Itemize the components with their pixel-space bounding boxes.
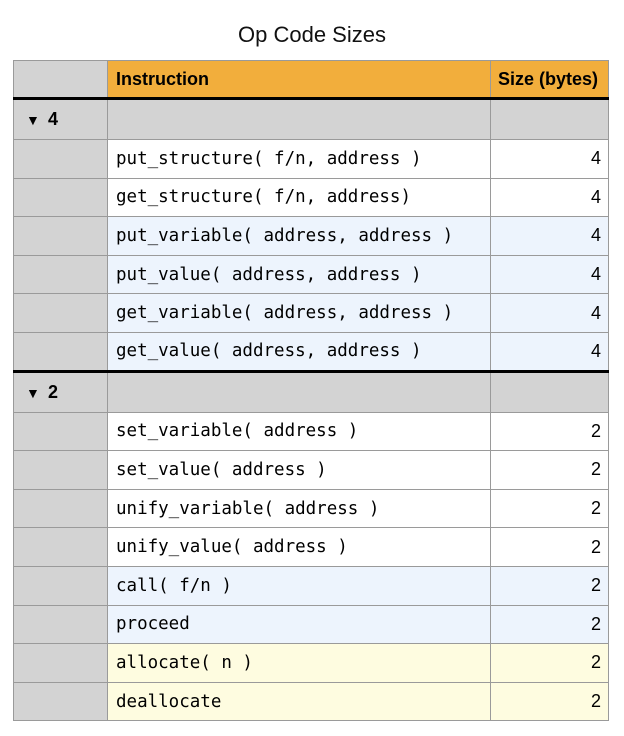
size-cell[interactable]: 4 xyxy=(490,139,609,179)
table-row[interactable]: unify_variable( address )2 xyxy=(13,488,609,529)
group-label-cell[interactable]: ▼2 xyxy=(13,370,108,413)
row-gutter-cell[interactable] xyxy=(13,643,108,683)
group-empty-cell xyxy=(490,98,609,140)
size-cell[interactable]: 2 xyxy=(490,604,609,645)
instruction-cell[interactable]: unify_value( address ) xyxy=(107,527,491,567)
triangle-down-icon[interactable]: ▼ xyxy=(26,112,40,128)
row-gutter-cell[interactable] xyxy=(13,488,108,529)
table-row[interactable]: set_variable( address )2 xyxy=(13,411,609,452)
row-gutter-cell[interactable] xyxy=(13,565,108,606)
group-header-row[interactable]: ▼2 xyxy=(13,370,609,413)
row-gutter-cell[interactable] xyxy=(13,177,108,218)
instruction-cell[interactable]: set_variable( address ) xyxy=(107,411,491,452)
row-gutter-cell[interactable] xyxy=(13,293,108,333)
size-cell[interactable]: 2 xyxy=(490,411,609,452)
row-gutter-cell[interactable] xyxy=(13,527,108,567)
row-gutter-cell[interactable] xyxy=(13,331,108,373)
instruction-cell[interactable]: get_structure( f/n, address) xyxy=(107,177,491,218)
header-instruction[interactable]: Instruction xyxy=(107,60,491,100)
table-row[interactable]: set_value( address )2 xyxy=(13,450,609,490)
row-gutter-cell[interactable] xyxy=(13,411,108,452)
group-empty-cell xyxy=(107,98,491,140)
table-row[interactable]: get_structure( f/n, address)4 xyxy=(13,177,609,218)
header-row: Instruction Size (bytes) xyxy=(13,60,609,100)
header-gutter-cell xyxy=(13,60,108,100)
table-row[interactable]: get_value( address, address )4 xyxy=(13,331,609,373)
instruction-cell[interactable]: allocate( n ) xyxy=(107,643,491,683)
table-row[interactable]: put_variable( address, address )4 xyxy=(13,216,609,256)
group-label: 4 xyxy=(48,109,59,129)
table-title: Op Code Sizes xyxy=(238,22,386,47)
instruction-cell[interactable]: get_value( address, address ) xyxy=(107,331,491,373)
instruction-cell[interactable]: call( f/n ) xyxy=(107,565,491,606)
instruction-cell[interactable]: proceed xyxy=(107,604,491,645)
row-gutter-cell[interactable] xyxy=(13,216,108,256)
row-gutter-cell[interactable] xyxy=(13,604,108,645)
row-gutter-cell[interactable] xyxy=(13,681,108,722)
group-empty-cell xyxy=(107,370,491,413)
size-cell[interactable]: 4 xyxy=(490,254,609,295)
instruction-cell[interactable]: deallocate xyxy=(107,681,491,722)
size-cell[interactable]: 2 xyxy=(490,488,609,529)
row-gutter-cell[interactable] xyxy=(13,450,108,490)
size-cell[interactable]: 4 xyxy=(490,216,609,256)
group-label: 2 xyxy=(48,381,59,402)
group-empty-cell xyxy=(490,370,609,413)
header-size[interactable]: Size (bytes) xyxy=(490,60,609,100)
table-row[interactable]: get_variable( address, address )4 xyxy=(13,293,609,333)
table-row[interactable]: unify_value( address )2 xyxy=(13,527,609,567)
size-cell[interactable]: 4 xyxy=(490,331,609,373)
instruction-cell[interactable]: unify_variable( address ) xyxy=(107,488,491,529)
size-cell[interactable]: 4 xyxy=(490,177,609,218)
table-row[interactable]: put_structure( f/n, address )4 xyxy=(13,139,609,179)
size-cell[interactable]: 2 xyxy=(490,450,609,490)
row-gutter-cell[interactable] xyxy=(13,254,108,295)
triangle-down-icon[interactable]: ▼ xyxy=(26,384,40,401)
instruction-cell[interactable]: put_variable( address, address ) xyxy=(107,216,491,256)
size-cell[interactable]: 4 xyxy=(490,293,609,333)
group-label-cell[interactable]: ▼4 xyxy=(13,98,108,140)
table-row[interactable]: put_value( address, address )4 xyxy=(13,254,609,295)
instruction-cell[interactable]: put_value( address, address ) xyxy=(107,254,491,295)
size-cell[interactable]: 2 xyxy=(490,643,609,683)
table-row[interactable]: call( f/n )2 xyxy=(13,565,609,606)
size-cell[interactable]: 2 xyxy=(490,565,609,606)
group-header-row[interactable]: ▼4 xyxy=(13,98,609,140)
size-cell[interactable]: 2 xyxy=(490,527,609,567)
instruction-cell[interactable]: get_variable( address, address ) xyxy=(107,293,491,333)
instruction-cell[interactable]: set_value( address ) xyxy=(107,450,491,490)
row-gutter-cell[interactable] xyxy=(13,139,108,179)
table-row[interactable]: allocate( n )2 xyxy=(13,643,609,683)
instruction-cell[interactable]: put_structure( f/n, address ) xyxy=(107,139,491,179)
size-cell[interactable]: 2 xyxy=(490,681,609,722)
